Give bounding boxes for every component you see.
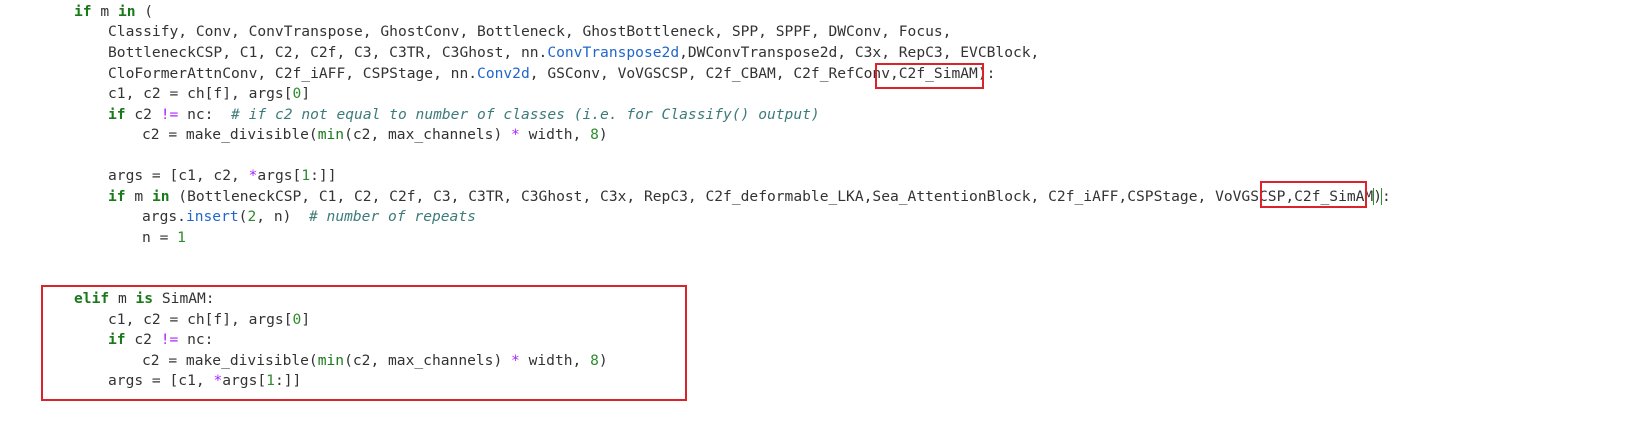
code-line-2: Classify, Conv, ConvTranspose, GhostConv… <box>108 22 951 43</box>
code-token: ] <box>301 311 311 328</box>
code-token: args = [c1, <box>108 372 214 389</box>
code-token: in <box>151 188 170 205</box>
code-line-12: elif m is SimAM: <box>74 289 215 310</box>
code-token: c1, c2 = ch[f], args[ <box>108 85 293 102</box>
code-token: 8 <box>590 352 599 369</box>
code-token: c2 <box>125 331 161 348</box>
code-line-9: if m in (BottleneckCSP, C1, C2, C2f, C3,… <box>108 187 1391 208</box>
code-line-5: c1, c2 = ch[f], args[0] <box>108 84 310 105</box>
code-token: * <box>511 126 520 143</box>
code-token: if <box>74 3 92 20</box>
code-line-15: c2 = make_divisible(min(c2, max_channels… <box>142 351 608 372</box>
code-token: CloFormerAttnConv, C2f_iAFF, CSPStage, n… <box>108 65 478 82</box>
code-token: c2 = make_divisible( <box>142 352 318 369</box>
code-token: c2 <box>125 106 161 123</box>
code-line-7: c2 = make_divisible(min(c2, max_channels… <box>142 125 608 146</box>
code-token: 2 <box>247 208 257 225</box>
code-line-1: if m in ( <box>74 2 153 23</box>
code-token: ) <box>598 126 608 143</box>
code-token: if <box>108 331 126 348</box>
code-token: * <box>213 372 223 389</box>
code-token: c2 = make_divisible( <box>142 126 318 143</box>
code-token: :]] <box>274 372 302 389</box>
code-token: m <box>91 3 118 20</box>
code-token: ) <box>1373 188 1383 205</box>
code-line-14: if c2 != nc: <box>108 330 213 351</box>
code-line-16: args = [c1, *args[1:]] <box>108 371 301 392</box>
code-token: ConvTranspose2d <box>547 44 680 61</box>
code-token: SimAM: <box>153 290 215 307</box>
code-token: ) <box>598 352 608 369</box>
code-token: insert <box>185 208 239 225</box>
code-token: min <box>317 126 345 143</box>
code-token: != <box>160 331 179 348</box>
code-token: args. <box>142 208 186 225</box>
code-token: ( <box>238 208 248 225</box>
code-token: args[ <box>222 372 267 389</box>
code-token: (c2, max_channels) <box>344 352 512 369</box>
code-token: * <box>511 352 520 369</box>
code-token: BottleneckCSP, C1, C2, C2f, C3, C3TR, C3… <box>108 44 548 61</box>
code-token: 1 <box>301 167 311 184</box>
code-token: c1, c2 = ch[f], args[ <box>108 311 293 328</box>
code-token: 0 <box>292 85 302 102</box>
code-token: , n) <box>256 208 309 225</box>
code-token: # if c2 not equal to number of classes (… <box>231 106 820 123</box>
code-token: width, <box>519 352 591 369</box>
code-token: if <box>108 188 126 205</box>
code-token: :]] <box>310 167 337 184</box>
code-line-4: CloFormerAttnConv, C2f_iAFF, CSPStage, n… <box>108 64 995 85</box>
code-token: args = [c1, c2, <box>108 167 249 184</box>
code-token: 1 <box>266 372 275 389</box>
code-token: 8 <box>590 126 599 143</box>
code-token: width, <box>519 126 591 143</box>
code-token: is <box>135 290 154 307</box>
code-line-6: if c2 != nc: # if c2 not equal to number… <box>108 105 820 126</box>
code-token: Conv2d <box>477 65 530 82</box>
code-line-3: BottleneckCSP, C1, C2, C2f, C3, C3TR, C3… <box>108 43 1039 64</box>
code-token: ] <box>301 85 311 102</box>
code-token: # number of repeats <box>308 208 476 225</box>
code-token: m <box>125 188 152 205</box>
code-token: ,DWConvTranspose2d, C3x, RepC3, EVCBlock… <box>679 44 1040 61</box>
code-token: (c2, max_channels) <box>344 126 512 143</box>
code-token: : <box>1382 188 1391 205</box>
code-line-11: n = 1 <box>142 228 186 249</box>
code-token: Classify, Conv, ConvTranspose, GhostConv… <box>108 23 952 40</box>
code-token: n = <box>142 229 178 246</box>
code-token: args[ <box>257 167 302 184</box>
code-line-10: args.insert(2, n) # number of repeats <box>142 207 476 228</box>
code-token: 0 <box>292 311 302 328</box>
code-token: in <box>117 3 136 20</box>
code-token: ( <box>135 3 154 20</box>
code-line-8: args = [c1, c2, *args[1:]] <box>108 166 336 187</box>
code-token: nc: <box>178 106 232 123</box>
code-token: 1 <box>177 229 186 246</box>
code-token: if <box>108 106 126 123</box>
code-token: m <box>109 290 136 307</box>
code-token: (BottleneckCSP, C1, C2, C2f, C3, C3TR, C… <box>169 188 1374 205</box>
code-line-13: c1, c2 = ch[f], args[0] <box>108 310 310 331</box>
code-token: , GSConv, VoVGSCSP, C2f_CBAM, C2f_RefCon… <box>529 65 996 82</box>
code-token: nc: <box>178 331 214 348</box>
code-token: elif <box>74 290 110 307</box>
code-token: != <box>160 106 179 123</box>
code-token: * <box>248 167 258 184</box>
code-token: min <box>317 352 345 369</box>
